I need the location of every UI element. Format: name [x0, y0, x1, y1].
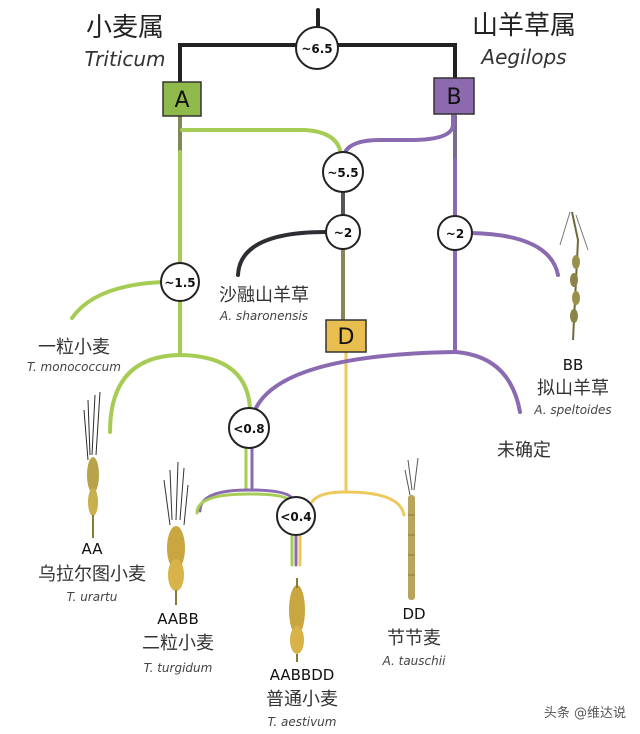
tetra-arc-green: [195, 492, 293, 515]
node-sharon-split: ~2: [325, 214, 361, 250]
watermark: 头条 @维达说: [544, 705, 626, 721]
sharonensis-name-cn: 沙融山羊草: [219, 285, 309, 306]
node-d-origin-label: ~5.5: [327, 166, 358, 180]
branches: [70, 8, 560, 567]
b-to-d-branch: [343, 113, 455, 154]
turgidum-genome: AABB: [157, 610, 199, 628]
monococcum-name-cn: 一粒小麦: [38, 337, 110, 358]
wheat-spike-urartu: [83, 391, 101, 538]
aestivum-name-la: T. aestivum: [268, 715, 337, 729]
node-sharon-split-label: ~2: [334, 226, 352, 240]
node-hexaploid: <0.4: [276, 496, 316, 536]
wheat-spike-speltoides: [559, 211, 589, 341]
undetermined-name-cn: 未确定: [497, 440, 551, 461]
a-to-d-branch: [180, 128, 342, 152]
b-arc-left: [253, 350, 457, 412]
wheat-spike-tauschii: [404, 457, 419, 600]
genus-aegilops-cn: 山羊草属: [472, 11, 576, 41]
genome-box-d: D: [325, 319, 367, 353]
genome-box-a-label: A: [174, 88, 189, 113]
wheat-spike-aestivum: [289, 578, 305, 662]
b-arc-right: [453, 350, 522, 414]
node-hexaploid-label: <0.4: [280, 510, 311, 524]
speltoides-branch: [470, 231, 560, 277]
turgidum-name-cn: 二粒小麦: [142, 633, 214, 654]
genus-triticum-cn: 小麦属: [86, 13, 164, 43]
node-monococcum-split-label: ~1.5: [164, 276, 195, 290]
speltoides-name-cn: 拟山羊草: [537, 378, 609, 399]
node-d-origin: ~5.5: [322, 151, 364, 193]
tauschii-genome: DD: [402, 605, 425, 623]
tauschii-name-cn: 节节麦: [387, 628, 441, 649]
node-root: ~6.5: [295, 26, 339, 70]
wheat-spike-turgidum: [163, 461, 189, 605]
genus-aegilops-la: Aegilops: [479, 45, 566, 69]
node-root-label: ~6.5: [301, 42, 332, 56]
genome-box-d-label: D: [338, 325, 355, 350]
turgidum-name-la: T. turgidum: [144, 661, 213, 675]
genus-triticum-la: Triticum: [85, 47, 166, 71]
aestivum-name-cn: 普通小麦: [266, 689, 338, 710]
node-tetraploid: <0.8: [228, 407, 270, 449]
speltoides-name-la: A. speltoides: [533, 403, 611, 417]
speltoides-genome: BB: [563, 356, 584, 374]
urartu-name-la: T. urartu: [67, 590, 118, 604]
genome-box-b-label: B: [446, 85, 461, 110]
node-tetraploid-label: <0.8: [233, 422, 264, 436]
sharonensis-name-la: A. sharonensis: [219, 309, 308, 323]
a-arc: [108, 352, 252, 434]
monococcum-branch: [70, 280, 165, 320]
genome-box-a: A: [162, 81, 202, 117]
sharonensis-branch: [236, 230, 328, 277]
node-monococcum-split: ~1.5: [160, 262, 200, 302]
d-arc: [310, 490, 406, 517]
urartu-name-cn: 乌拉尔图小麦: [38, 564, 146, 585]
tauschii-name-la: A. tauschii: [382, 654, 447, 668]
aestivum-genome: AABBDD: [270, 666, 335, 684]
genome-box-b: B: [433, 77, 475, 115]
monococcum-name-la: T. monococcum: [27, 360, 121, 374]
urartu-genome: AA: [82, 540, 104, 558]
node-speltoides-split: ~2: [437, 215, 473, 251]
node-speltoides-split-label: ~2: [446, 227, 464, 241]
